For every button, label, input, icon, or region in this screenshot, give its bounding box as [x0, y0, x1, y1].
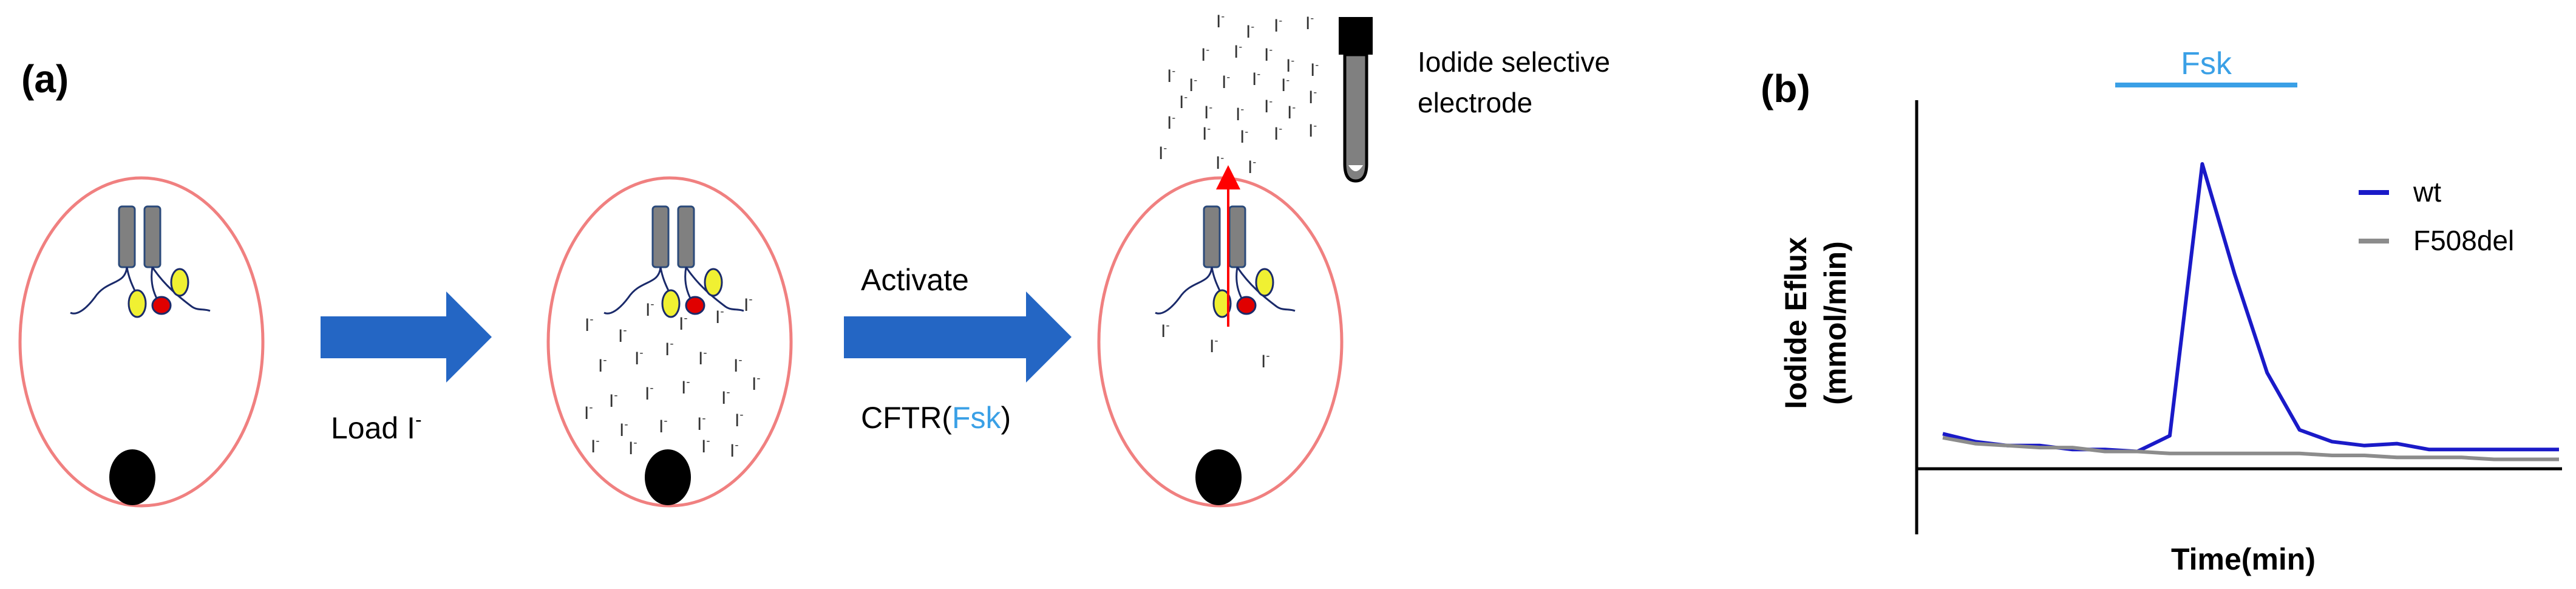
iodide-ion: I- — [698, 346, 707, 369]
cell-nucleus — [1195, 449, 1242, 505]
iodide-ion: I- — [1264, 95, 1273, 117]
iodide-ion: I- — [733, 353, 743, 376]
legend-label-wt: wt — [2413, 176, 2441, 208]
iodide-ion: I- — [752, 372, 761, 395]
cell-3: I- I- I- — [1097, 165, 1344, 508]
iodide-ion: I- — [1209, 334, 1218, 357]
iodide-ion: I- — [659, 414, 668, 437]
iodide-ion: I- — [1246, 20, 1254, 42]
plot-series — [1942, 162, 2559, 461]
paren-close: ) — [1001, 401, 1011, 435]
iodide-ion: I- — [1234, 40, 1242, 62]
step-1-label: Load I- — [331, 409, 422, 445]
iodide-ion: I- — [618, 324, 627, 347]
load-text: Load I — [331, 411, 415, 445]
step-arrow-1 — [321, 291, 492, 383]
iodide-ion: I- — [715, 305, 724, 328]
iodide-ions-loaded: I-I-I-I-I-I-I-I-I-I-I-I-I-I-I-I-I-I-I-I-… — [584, 293, 761, 461]
iodide-ion: I- — [1215, 151, 1224, 173]
iodide-ion: I- — [1158, 141, 1167, 163]
fsk-text: Fsk — [952, 401, 1002, 435]
legend: wt F508del — [2359, 176, 2514, 256]
electrode-icon — [1339, 17, 1373, 183]
iodide-ion: I- — [735, 408, 744, 431]
iodide-ion: I- — [701, 434, 710, 457]
iodide-ion: I- — [1240, 125, 1248, 147]
iodide-ion: I- — [1261, 349, 1270, 372]
x-axis-title: Time(min) — [2171, 542, 2316, 576]
iodide-ion: I- — [1201, 43, 1209, 65]
iodide-ion: I- — [634, 346, 644, 369]
iodide-ion: I- — [1264, 43, 1273, 65]
iodide-ion: I- — [1161, 319, 1170, 342]
iodide-ion: I- — [585, 313, 594, 336]
cell-2: I-I-I-I-I-I-I-I-I-I-I-I-I-I-I-I-I-I-I-I-… — [546, 176, 793, 508]
iodide-ion: I- — [1222, 70, 1230, 92]
iodide-ion: I- — [645, 298, 654, 321]
iodide-ion: I- — [730, 438, 739, 461]
iodide-ion: I- — [1252, 67, 1260, 89]
iodide-ion: I- — [1202, 122, 1211, 144]
cftr-channel — [1155, 205, 1296, 318]
wt-line — [1942, 162, 2559, 454]
iodide-ion: I- — [1274, 122, 1282, 144]
iodide-ion: I- — [1308, 86, 1317, 107]
iodide-ion: I- — [1189, 73, 1197, 95]
y-axis-title: Iodide Eflux (mmol/min) — [1779, 237, 1852, 409]
iodide-ion: I- — [584, 401, 593, 424]
iodide-ion: I- — [1274, 14, 1282, 36]
svg-text:Load I-: Load I- — [331, 409, 422, 445]
iodide-ion: I- — [679, 312, 688, 335]
cell-membrane — [546, 176, 793, 508]
load-charge: - — [415, 409, 422, 431]
iodide-ion: I- — [598, 353, 607, 376]
iodide-ion: I- — [744, 293, 753, 316]
iodide-ions-effluxed: I-I-I-I-I-I-I-I-I-I-I-I-I-I-I-I-I-I-I-I-… — [1158, 10, 1319, 177]
iodide-ions-remaining: I- I- I- — [1161, 319, 1270, 372]
f508del-line — [1942, 435, 2559, 461]
panel-a-label: (a) — [21, 57, 69, 101]
iodide-ion: I- — [1167, 64, 1175, 86]
iodide-ion: I- — [681, 375, 690, 398]
iodide-ion: I- — [1235, 103, 1244, 124]
iodide-ion: I- — [609, 389, 618, 412]
iodide-ion: I- — [645, 381, 654, 404]
electrode-label-line2: electrode — [1418, 87, 1532, 118]
cftr-channel — [70, 205, 211, 318]
cell-nucleus — [645, 449, 691, 505]
iodide-ion: I- — [1305, 12, 1314, 33]
iodide-ion: I- — [628, 436, 637, 459]
electrode-label-line1: Iodide selective — [1418, 46, 1610, 78]
cftr-text: CFTR( — [861, 401, 952, 435]
iodide-ion: I- — [1287, 101, 1296, 123]
iodide-ion: I- — [591, 434, 600, 457]
cell-membrane — [18, 176, 265, 508]
iodide-ion: I- — [665, 337, 674, 360]
legend-label-f508del: F508del — [2413, 225, 2514, 256]
iodide-ion: I- — [721, 386, 730, 409]
iodide-ion: I- — [1179, 90, 1188, 112]
iodide-ion: I- — [1281, 73, 1290, 95]
iodide-ion: I- — [1248, 155, 1256, 177]
panel-b-label: (b) — [1761, 67, 1810, 111]
iodide-ion: I- — [1204, 101, 1212, 123]
cell-1 — [18, 176, 265, 508]
iodide-ion: I- — [1216, 10, 1225, 32]
y-axis-title-line1: Iodide Eflux — [1779, 237, 1813, 409]
iodide-ion: I- — [1310, 58, 1319, 80]
activate-text: Activate — [861, 263, 969, 297]
iodide-ion: I- — [1308, 119, 1317, 141]
step-arrow-2 — [844, 291, 1072, 383]
fsk-bar-label: Fsk — [2181, 46, 2232, 81]
iodide-ion: I- — [1167, 111, 1175, 133]
iodide-ion: I- — [697, 412, 706, 435]
iodide-ion: I- — [619, 418, 628, 441]
iodide-ion: I- — [1286, 54, 1294, 76]
svg-text:CFTR(Fsk): CFTR(Fsk) — [861, 401, 1011, 435]
cell-nucleus — [109, 449, 155, 505]
cftr-channel — [603, 205, 744, 318]
y-axis-title-line2: (mmol/min) — [1818, 241, 1852, 404]
step-2-label: CFTR(Fsk) — [861, 401, 1011, 435]
